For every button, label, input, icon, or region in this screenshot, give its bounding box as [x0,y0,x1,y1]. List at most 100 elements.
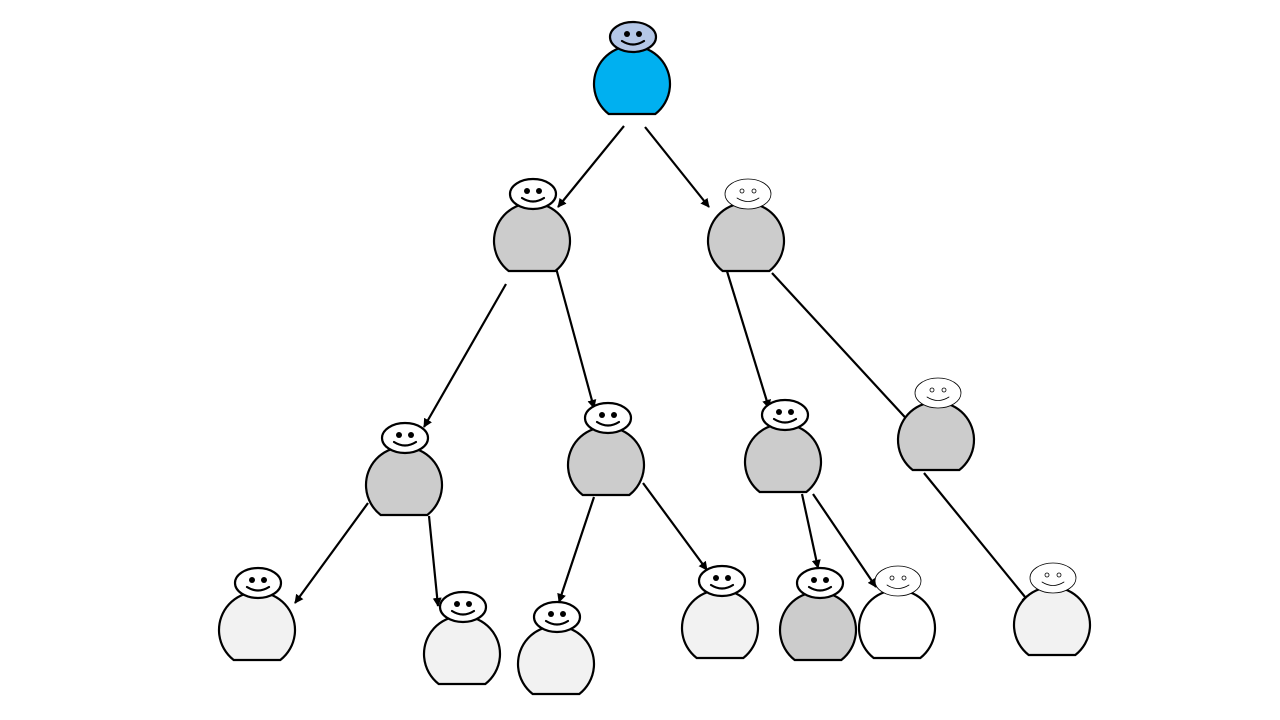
smiley-face-icon [874,565,922,597]
person-head [724,178,772,210]
smile-mouth [926,396,950,401]
person-body [422,614,502,686]
arrow-l2-c-to-l3-c1 [800,493,821,569]
person-head [380,421,430,455]
person-head [874,565,922,597]
smile-mouth [544,619,570,626]
left-eye [396,432,402,438]
person-head [697,564,747,598]
person-body [217,590,297,662]
person-head [583,401,633,435]
person-head [760,398,810,432]
person-node-l3-b2 [680,564,760,660]
smile-mouth [245,585,271,592]
smiley-face-icon [608,20,658,54]
smile-mouth [1041,581,1065,586]
smiley-face-icon [532,600,582,634]
left-eye [599,412,605,418]
right-eye [536,188,542,194]
person-body [492,201,572,273]
left-eye [1044,572,1050,578]
person-head [233,566,283,600]
person-node-root [592,20,672,116]
smiley-face-icon [914,377,962,409]
person-body [896,400,976,472]
person-head [914,377,962,409]
person-node-l2-c [743,398,823,494]
right-eye [941,387,947,393]
smile-mouth [520,196,546,203]
right-eye [636,31,642,37]
person-node-l1-right [706,178,786,273]
right-eye [901,575,907,581]
smile-mouth [392,440,418,447]
arrow-l2-c-to-l3-c2 [812,493,877,588]
right-eye [408,432,414,438]
person-body [1012,585,1092,657]
smiley-face-icon [438,590,488,624]
right-eye [560,611,566,617]
right-eye [611,412,617,418]
left-eye [811,577,817,583]
right-eye [788,409,794,415]
right-eye [823,577,829,583]
right-eye [1056,572,1062,578]
left-eye [548,611,554,617]
person-head [795,566,845,600]
person-node-l2-a [364,421,444,517]
person-head [1029,562,1077,594]
left-eye [249,577,255,583]
smile-mouth [450,609,476,616]
right-eye [466,601,472,607]
left-eye [776,409,782,415]
person-head [508,177,558,211]
person-node-l3-a1 [217,566,297,662]
arrow-l1-left-to-l2-b [554,267,597,409]
edges [294,125,1031,607]
left-eye [454,601,460,607]
left-eye [739,188,745,194]
person-node-l3-b1 [516,600,596,696]
person-head [608,20,658,54]
person-node-l3-d1 [1012,562,1092,657]
arrow-l2-b-to-l3-b1 [557,496,596,603]
person-head [532,600,582,634]
smiley-face-icon [583,401,633,435]
right-eye [725,575,731,581]
left-eye [889,575,895,581]
smile-mouth [620,39,646,46]
smile-mouth [709,583,735,590]
smile-mouth [736,197,760,202]
smiley-face-icon [697,564,747,598]
arrow-root-to-l1-right [644,126,710,208]
person-body [743,422,823,494]
arrow-l1-right-to-l2-d [771,272,915,428]
person-body [516,624,596,696]
person-node-l2-d [896,377,976,472]
left-eye [624,31,630,37]
person-node-l1-left [492,177,572,273]
arrow-l2-b-to-l3-b2 [642,482,708,571]
nodes [217,20,1092,696]
person-node-l3-c2 [857,565,937,660]
smiley-face-icon [760,398,810,432]
left-eye [929,387,935,393]
smile-mouth [886,584,910,589]
person-body [592,44,672,116]
arrow-l2-a-to-l3-a2 [427,515,442,607]
right-eye [751,188,757,194]
smiley-face-icon [380,421,430,455]
arrow-l1-left-to-l2-a [423,283,507,428]
person-body [680,588,760,660]
smiley-face-icon [1029,562,1077,594]
person-node-l3-a2 [422,590,502,686]
person-body [364,445,444,517]
smiley-face-icon [795,566,845,600]
person-body [857,588,937,660]
smile-mouth [595,420,621,427]
left-eye [713,575,719,581]
right-eye [261,577,267,583]
person-node-l3-c1 [778,566,858,662]
arrow-l1-right-to-l2-c [724,267,771,409]
